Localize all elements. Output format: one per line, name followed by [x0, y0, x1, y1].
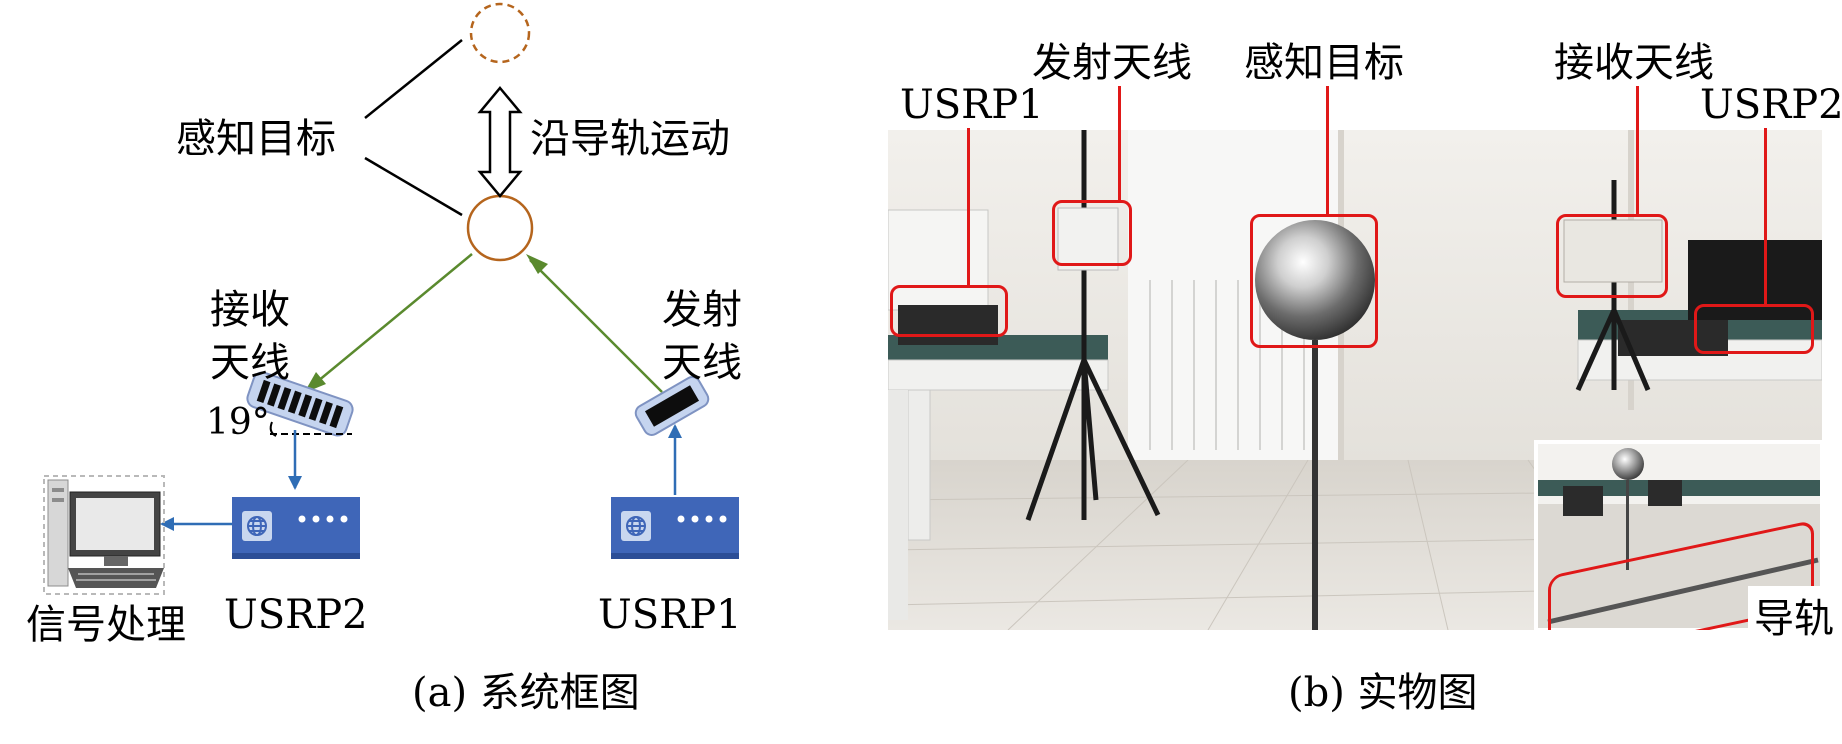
globe-icon: [626, 516, 646, 536]
usrp1-highlight: [890, 285, 1008, 337]
tx-antenna-label-line2: 天线: [662, 340, 742, 386]
photo-usrp1-label: USRP1: [900, 82, 1044, 128]
processing-label: 信号处理: [26, 602, 186, 648]
photo-target-label: 感知目标: [1244, 40, 1404, 86]
tx-antenna-highlight: [1052, 200, 1132, 266]
computer-icon: [43, 475, 165, 595]
rx-antenna-label-line2: 天线: [210, 340, 290, 386]
tx-antenna-label-line1: 发射: [662, 287, 742, 333]
target-to-rx-arrow: [311, 253, 473, 387]
photo-tx-antenna-label: 发射天线: [1032, 40, 1192, 86]
rx-antenna-icon: [246, 371, 354, 437]
tx-to-target-arrow: [529, 259, 663, 393]
lab-photo: [888, 130, 1822, 630]
photo-rail-label: 导轨: [1748, 586, 1840, 644]
angle-label: 19°: [206, 402, 270, 443]
tx-to-target-arrowhead: [526, 254, 548, 274]
lab-photo-illustration: [888, 130, 1822, 630]
photo-usrp2-label: USRP2: [1700, 82, 1842, 128]
usrp2-highlight: [1694, 304, 1814, 354]
rx-antenna-highlight: [1556, 214, 1668, 298]
double-arrow-icon: [477, 86, 523, 198]
rx-antenna-label-line1: 接收: [210, 287, 290, 333]
rx-antenna-leader: [1636, 86, 1639, 216]
system-diagram: [43, 2, 739, 595]
target-leader-bottom: [364, 156, 463, 217]
usrp2-label: USRP2: [224, 592, 368, 638]
target-label: 感知目标: [176, 116, 336, 162]
tx-antenna-icon: [634, 376, 710, 436]
globe-icon: [247, 516, 267, 536]
target-leader-top: [364, 39, 463, 119]
usrp2-leader: [1764, 128, 1767, 306]
usrp1-leader: [967, 128, 970, 288]
target-position-dashed: [469, 2, 531, 64]
target-leader: [1326, 86, 1329, 216]
angle-arc: [269, 421, 277, 437]
usrp1-label: USRP1: [598, 592, 742, 638]
tx-antenna-leader: [1118, 86, 1121, 202]
usrp1-device-icon: [611, 497, 739, 559]
caption-a: (a) 系统框图: [412, 670, 640, 716]
target-circle: [466, 194, 534, 262]
rail-inset-photo: [1534, 440, 1822, 630]
usrp2-device-icon: [232, 497, 360, 559]
motion-label: 沿导轨运动: [530, 116, 730, 162]
target-highlight: [1250, 214, 1378, 348]
caption-b: (b) 实物图: [1288, 670, 1478, 716]
photo-rx-antenna-label: 接收天线: [1554, 40, 1714, 86]
